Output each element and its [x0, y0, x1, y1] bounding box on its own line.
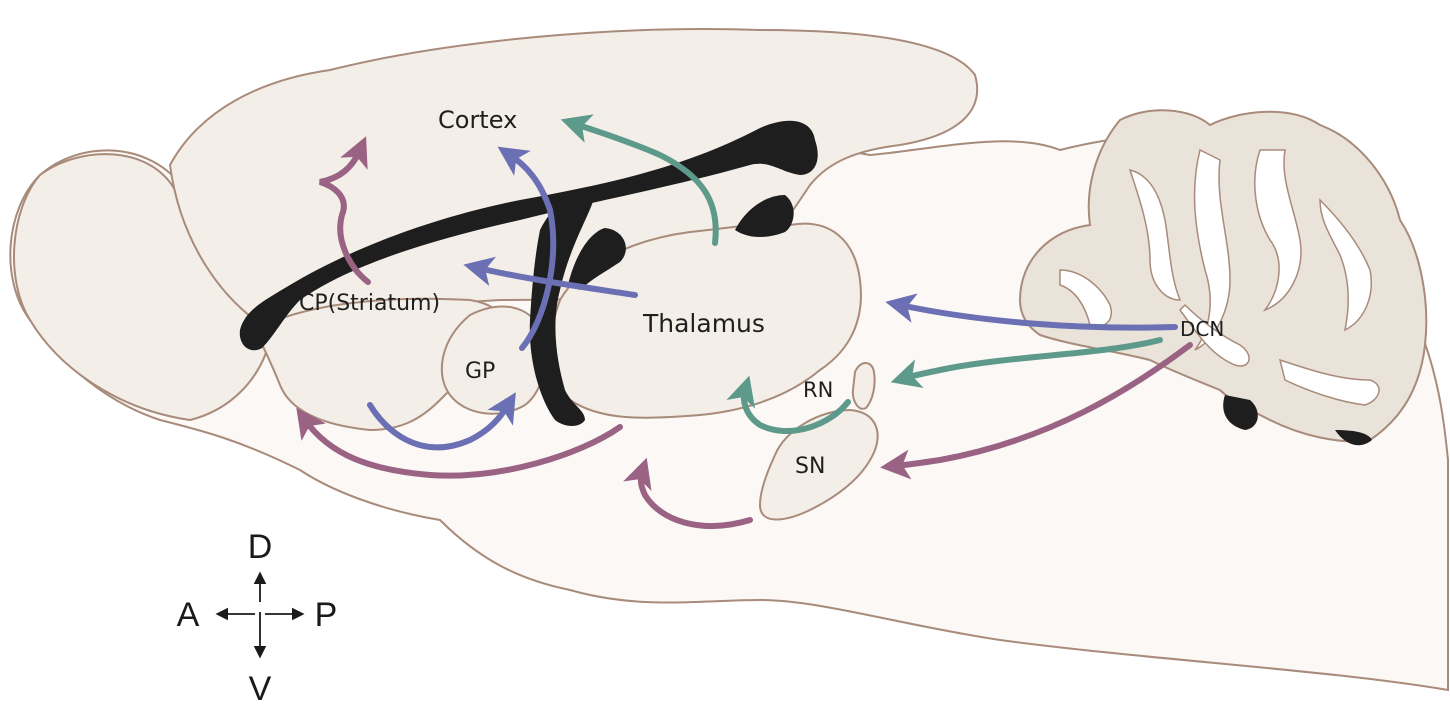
olfactory-bulb — [13, 153, 272, 422]
orientation-compass: D V A P — [177, 528, 338, 706]
arrow-dcn-to-sn — [880, 342, 1193, 480]
region-labels: Cortex CP(Striatum) Thalamus GP RN SN DC… — [299, 106, 1224, 479]
arrow-gp-to-cortex — [497, 146, 557, 351]
gp-region — [440, 305, 546, 415]
sn-label: SN — [795, 454, 825, 479]
compass-label-anterior: A — [177, 596, 200, 634]
compass-label-dorsal: D — [248, 528, 273, 566]
cortex-label: Cortex — [438, 106, 517, 134]
arrow-thalamus-to-cortex — [560, 114, 719, 246]
dcn-label: DCN — [1180, 317, 1224, 341]
arrow-striatum-to-cortex — [319, 136, 371, 285]
arrow-thalamus-to-striatum — [463, 256, 638, 298]
compass-label-ventral: V — [249, 670, 272, 706]
arrow-dcn-to-rn — [890, 337, 1163, 389]
white-matter — [239, 120, 818, 426]
rn-label: RN — [803, 378, 833, 402]
arrow-striatum-to-gp — [367, 392, 516, 451]
arrow-dcn-to-thalamus — [885, 293, 1178, 331]
arrow-thalamus-to-striatum-ventral — [296, 407, 623, 479]
compass-label-posterior: P — [315, 596, 338, 634]
arrow-sn-to-thalamus — [623, 457, 753, 529]
cerebellum — [1018, 109, 1428, 446]
striatum-label: CP(Striatum) — [299, 291, 440, 316]
gp-label: GP — [465, 359, 495, 384]
arrow-rn-to-thalamus — [726, 375, 851, 435]
thalamus-label: Thalamus — [642, 309, 765, 338]
rn-region — [851, 362, 876, 410]
thalamus-region — [550, 222, 862, 419]
pathways — [296, 114, 1193, 529]
